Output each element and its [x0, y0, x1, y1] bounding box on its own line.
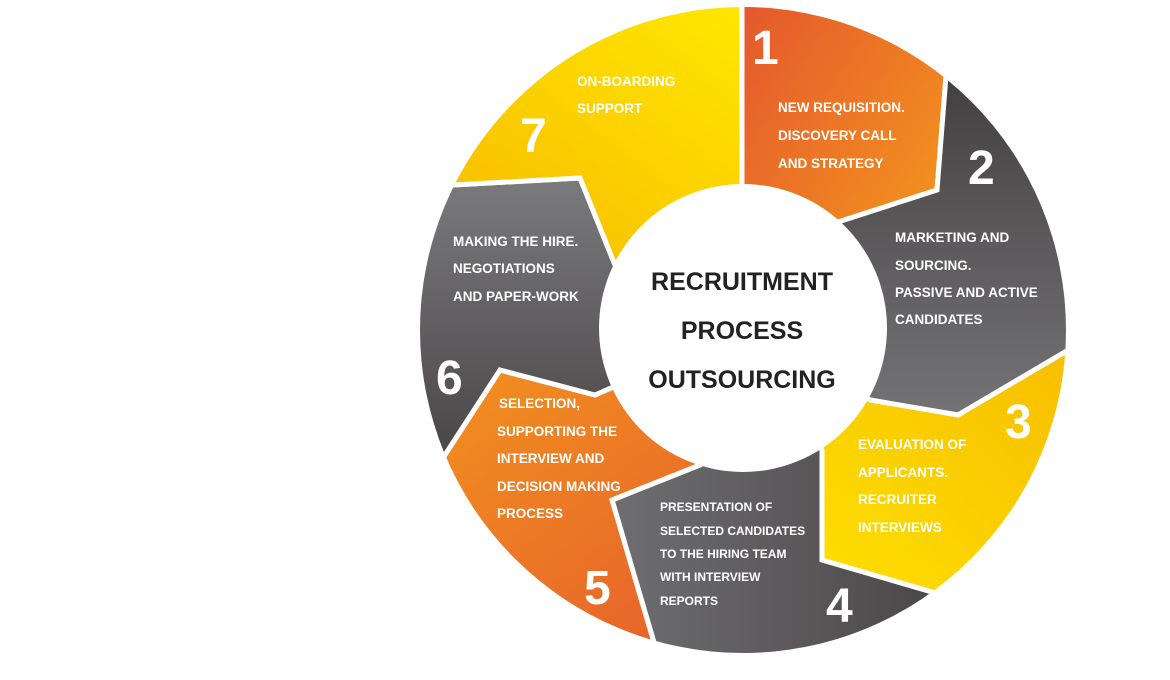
step-4-line: REPORTS	[660, 594, 718, 608]
step-2-line: PASSIVE AND ACTIVE	[895, 285, 1038, 300]
step-7-line: ON-BOARDING	[577, 74, 675, 89]
step-3-line: INTERVIEWS	[858, 520, 942, 535]
step-number-2: 2	[968, 142, 995, 195]
step-number-7: 7	[520, 110, 547, 163]
step-number-6: 6	[436, 352, 463, 405]
center-title-line-1: RECRUITMENT	[651, 268, 833, 296]
step-3-line: EVALUATION OF	[858, 437, 966, 452]
step-label-1: NEW REQUISITION. DISCOVERY CALL AND STRA…	[778, 100, 905, 171]
step-1-line: AND STRATEGY	[778, 156, 884, 171]
step-4-line: TO THE HIRING TEAM	[660, 547, 786, 561]
step-5-line: SUPPORTING THE	[497, 424, 617, 439]
step-3-line: RECRUITER	[858, 492, 937, 507]
step-5-line: SELECTION,	[499, 396, 580, 411]
step-7-line: SUPPORT	[577, 101, 643, 116]
step-number-4: 4	[826, 580, 853, 633]
step-6-line: NEGOTIATIONS	[453, 261, 555, 276]
step-3-line: APPLICANTS.	[858, 465, 948, 480]
step-4-line: PRESENTATION OF	[660, 500, 772, 514]
step-number-5: 5	[584, 562, 611, 615]
center-circle	[599, 184, 887, 472]
step-2-line: MARKETING AND	[895, 230, 1009, 245]
step-1-line: DISCOVERY CALL	[778, 128, 897, 143]
step-5-line: PROCESS	[497, 506, 563, 521]
step-2-line: CANDIDATES	[895, 312, 983, 327]
center-title-line-2: PROCESS	[681, 317, 803, 345]
step-label-2: MARKETING AND SOURCING. PASSIVE AND ACTI…	[895, 230, 1038, 327]
step-6-line: AND PAPER-WORK	[453, 289, 579, 304]
step-label-7: ON-BOARDING SUPPORT	[577, 74, 675, 116]
step-2-line: SOURCING.	[895, 258, 972, 273]
step-label-6: MAKING THE HIRE. NEGOTIATIONS AND PAPER-…	[453, 234, 579, 304]
step-number-3: 3	[1005, 396, 1032, 449]
step-5-line: INTERVIEW AND	[497, 451, 605, 466]
step-label-3: EVALUATION OF APPLICANTS. RECRUITER INTE…	[858, 437, 966, 535]
step-label-4: PRESENTATION OF SELECTED CANDIDATES TO T…	[660, 500, 805, 608]
step-number-1: 1	[752, 22, 779, 75]
step-4-line: SELECTED CANDIDATES	[660, 524, 805, 538]
step-label-5: SELECTION, SUPPORTING THE INTERVIEW AND …	[497, 396, 621, 521]
step-5-line: DECISION MAKING	[497, 479, 621, 494]
step-4-line: WITH INTERVIEW	[660, 570, 761, 584]
step-6-line: MAKING THE HIRE.	[453, 234, 578, 249]
step-1-line: NEW REQUISITION.	[778, 100, 905, 115]
center-title-line-3: OUTSOURCING	[648, 366, 836, 394]
